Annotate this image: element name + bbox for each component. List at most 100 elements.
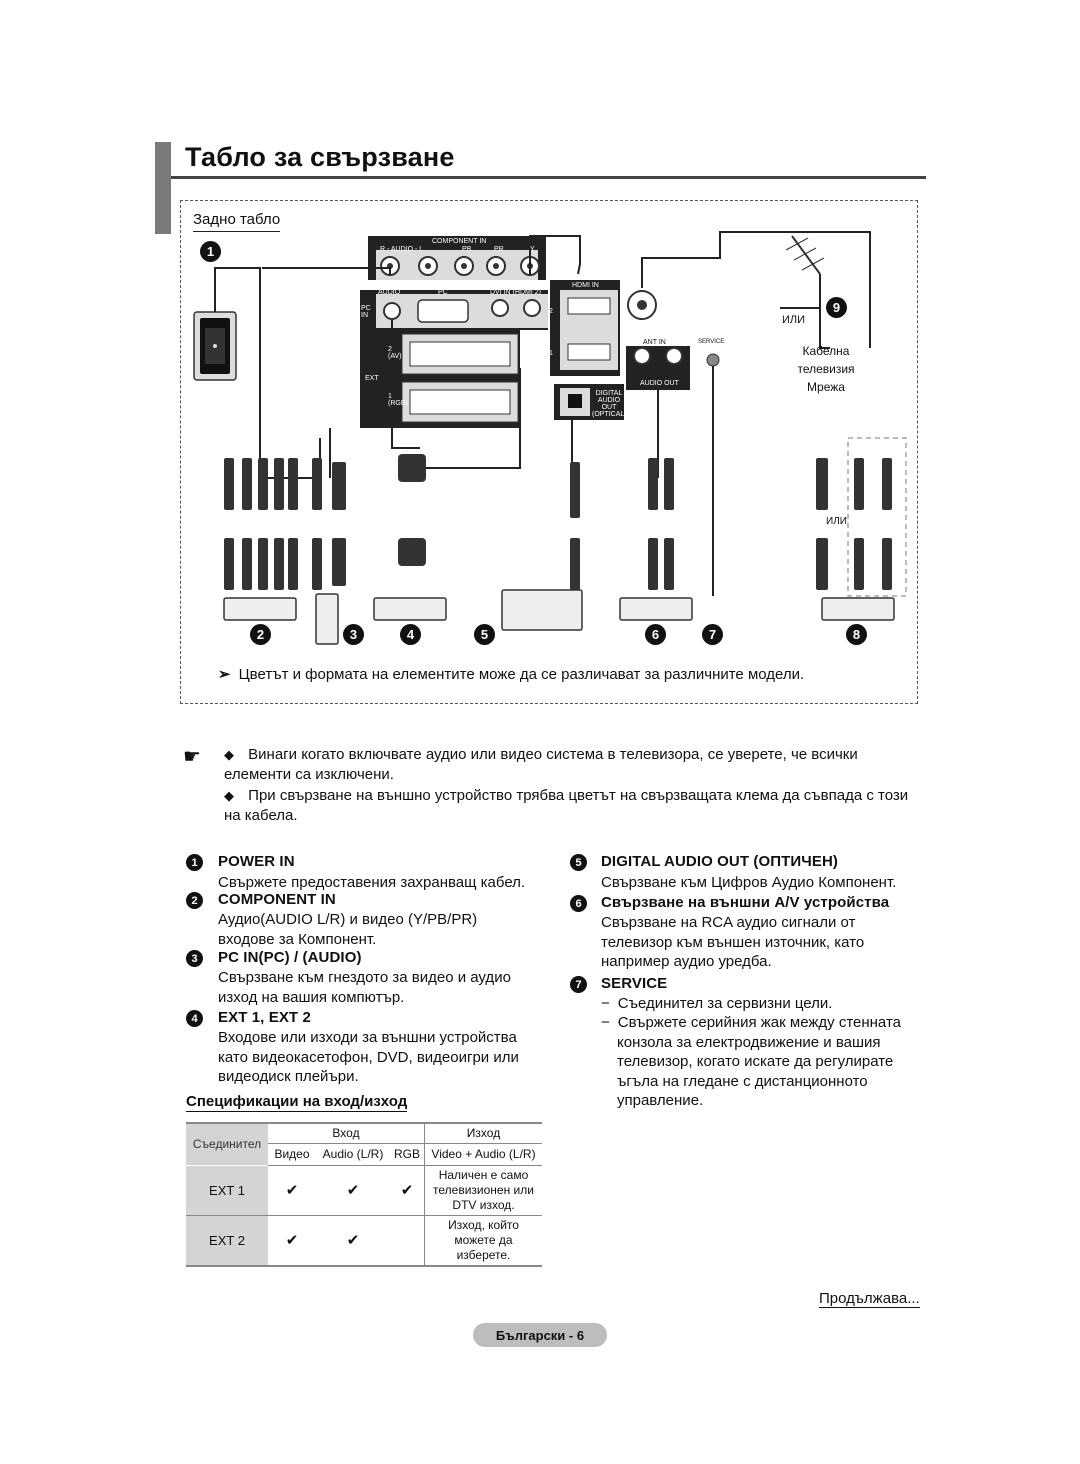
label-y: Y xyxy=(530,246,535,253)
label-component-in: COMPONENT IN xyxy=(432,238,487,245)
label-pb: PB xyxy=(462,246,472,253)
service-item-2: −Свържете серийния жак между стенната ко… xyxy=(601,1014,901,1109)
service-item-1-text: Съединител за сервизни цели. xyxy=(617,995,833,1012)
component-in-block xyxy=(368,236,546,280)
section-title-pc-in: PC IN(PC) / (AUDIO) xyxy=(218,949,362,966)
section-title-digital-audio-out: DIGITAL AUDIO OUT (ОПТИЧЕН) xyxy=(601,853,839,870)
label-digital-audio-out: DIGITAL AUDIO OUT (OPTICAL) xyxy=(592,390,627,418)
callout-9: 9 xyxy=(826,297,847,318)
warning-2-text: При свързване на външно устройство трябв… xyxy=(224,787,909,824)
note-arrow-icon: ➢ xyxy=(218,666,231,683)
title-accent-bar xyxy=(155,142,171,234)
page-number-badge: Български - 6 xyxy=(473,1323,607,1347)
warning-1: ◆ Винаги когато включвате аудио или виде… xyxy=(224,745,914,785)
label-pr: PR xyxy=(494,246,504,253)
note-text: Цветът и формата на елементите може да с… xyxy=(238,666,805,683)
warning-2: ◆ При свързване на външно устройство тря… xyxy=(224,786,914,826)
label-hdmi-1: 1 xyxy=(549,350,553,357)
section-num-6: 6 xyxy=(570,895,587,912)
label-hdmi-2: 2 xyxy=(549,308,553,315)
row-ext2-audio: ✔ xyxy=(346,1232,360,1249)
label-dvi-in: DVI IN (HDMI 2) xyxy=(490,289,541,296)
label-hdmi-in: HDMI IN xyxy=(572,282,599,289)
row-ext1-out: Наличен е само телевизионен или DTV изхо… xyxy=(424,1165,542,1215)
row-ext1-video: ✔ xyxy=(285,1182,299,1199)
callout-7: 7 xyxy=(702,624,723,645)
power-in-socket xyxy=(193,311,237,381)
section-num-5: 5 xyxy=(570,854,587,871)
devices xyxy=(223,589,895,645)
label-ext1: 1 (RGB) xyxy=(388,393,408,407)
continue-link[interactable]: Продължава... xyxy=(819,1290,920,1308)
section-num-7: 7 xyxy=(570,976,587,993)
section-text-power-in: Свържете предоставения захранващ кабел. xyxy=(218,874,526,891)
rear-panel-heading: Задно табло xyxy=(193,211,281,232)
hand-pointer-icon: ☛ xyxy=(183,746,201,768)
digital-audio-block xyxy=(554,384,624,420)
spec-table: Съединител Вход Изход Видео Audio (L/R) … xyxy=(186,1122,542,1267)
rear-panel-diagram-frame xyxy=(180,200,918,704)
cable-plugs xyxy=(224,454,892,594)
label-pc-in: PC IN xyxy=(361,305,371,319)
th-input: Вход xyxy=(268,1123,425,1144)
section-text-ext: Входове или изходи за външни устройства … xyxy=(218,1029,519,1085)
callout-3: 3 xyxy=(343,624,364,645)
service-item-2-text: Свържете серийния жак между стенната кон… xyxy=(617,1014,901,1109)
warning-1-text: Винаги когато включвате аудио или видео … xyxy=(224,746,858,783)
label-or-antenna: ИЛИ xyxy=(782,314,806,326)
callout-6: 6 xyxy=(645,624,666,645)
label-or-hdmi: ИЛИ xyxy=(826,516,847,527)
section-text-component-in: Аудио(AUDIO L/R) и видео (Y/PB/PR) входо… xyxy=(218,911,478,948)
callout-1: 1 xyxy=(200,241,221,262)
row-ext2-name: EXT 2 xyxy=(186,1215,268,1266)
label-ext2: 2 (AV) xyxy=(388,346,402,360)
hdmi-block xyxy=(550,280,620,376)
section-num-4: 4 xyxy=(186,1010,203,1027)
label-service: SERVICE xyxy=(698,339,725,345)
section-title-power-in: POWER IN xyxy=(218,853,295,870)
th-rgb: RGB xyxy=(393,1147,420,1161)
row-ext1-audio: ✔ xyxy=(346,1182,360,1199)
label-ext: EXT xyxy=(365,375,379,382)
section-num-2: 2 xyxy=(186,892,203,909)
label-audio-out: AUDIO OUT xyxy=(640,380,679,387)
spec-heading: Спецификации на вход/изход xyxy=(186,1093,408,1112)
section-text-digital-audio-out: Свързване към Цифров Аудио Компонент. xyxy=(601,874,897,891)
diagram-note: ➢ Цветът и формата на елементите може да … xyxy=(218,665,804,683)
th-output: Изход xyxy=(424,1123,542,1144)
section-title-ext: EXT 1, EXT 2 xyxy=(218,1009,311,1026)
section-num-3: 3 xyxy=(186,950,203,967)
label-cable-tv: Кабелна телевизия Мрежа xyxy=(797,344,855,394)
service-item-1: −Съединител за сервизни цели. xyxy=(601,995,833,1012)
title-rule xyxy=(171,176,926,179)
diamond-bullet-icon: ◆ xyxy=(224,788,234,803)
th-connector: Съединител xyxy=(186,1123,268,1166)
section-title-service: SERVICE xyxy=(601,975,668,992)
section-text-av-devices: Свързване на RCA аудио сигнали от телеви… xyxy=(601,914,865,970)
label-audio-rl: R - AUDIO - L xyxy=(380,246,424,253)
row-ext2-out: Изход, който можете да изберете. xyxy=(424,1215,542,1266)
antenna xyxy=(785,235,825,275)
callout-2: 2 xyxy=(250,624,271,645)
callout-5: 5 xyxy=(474,624,495,645)
section-title-av-devices: Свързване на външни A/V устройства xyxy=(601,894,890,911)
row-ext2-video: ✔ xyxy=(285,1232,299,1249)
diamond-bullet-icon: ◆ xyxy=(224,747,234,762)
th-out: Video + Audio (L/R) xyxy=(424,1143,542,1165)
scart-block xyxy=(360,328,520,428)
pc-in-block xyxy=(360,290,548,330)
connection-diagram xyxy=(193,231,907,645)
section-title-component-in: COMPONENT IN xyxy=(218,891,336,908)
row-ext1-rgb: ✔ xyxy=(400,1182,414,1199)
callout-4: 4 xyxy=(400,624,421,645)
section-num-1: 1 xyxy=(186,854,203,871)
row-ext1-name: EXT 1 xyxy=(186,1165,268,1215)
th-audio: Audio (L/R) xyxy=(322,1147,384,1161)
callout-8: 8 xyxy=(846,624,867,645)
label-pc: PC xyxy=(438,289,448,296)
page-title: Табло за свързване xyxy=(185,142,455,172)
label-ant-in: ANT IN xyxy=(643,339,666,346)
section-text-pc-in: Свързване към гнездото за видео и аудио … xyxy=(218,969,511,1006)
label-audio: AUDIO xyxy=(378,289,401,296)
th-video: Видео xyxy=(274,1147,310,1161)
